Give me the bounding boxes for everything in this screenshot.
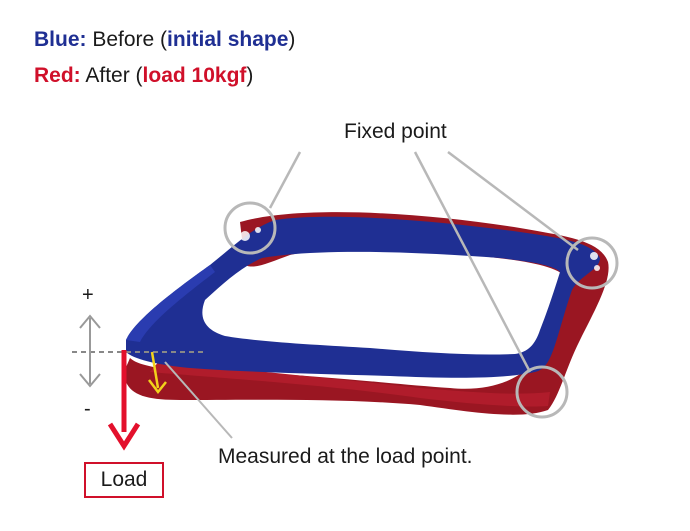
legend-after-text: After (: [80, 64, 143, 87]
measured-leader-line: [164, 361, 233, 439]
fixed-point-markers: [223, 151, 619, 419]
legend-before-close: ): [288, 28, 296, 51]
displacement-arrow-head-icon: [148, 379, 167, 395]
load-arrow-icon: [107, 422, 141, 451]
load-arrow: [107, 350, 141, 451]
measured-label: Measured at the load point.: [218, 445, 473, 468]
legend-after-emphasis: load 10kgf: [142, 64, 247, 87]
minus-sign: -: [84, 398, 91, 420]
legend-before: Blue: Before (initial shape): [34, 28, 295, 52]
initial-shape: [126, 216, 600, 378]
legend-before-text: Before (: [86, 28, 168, 51]
fixed-point-circle-left: [223, 201, 277, 255]
axis-arrow-down-icon: [79, 373, 101, 388]
plus-sign: +: [82, 284, 94, 306]
load-label-box: Load: [84, 462, 164, 498]
fixed-point-circle-bottom: [515, 365, 569, 419]
axis-arrow-up-icon: [79, 314, 101, 329]
fixed-point-circle-right: [565, 236, 619, 290]
legend-after: Red: After (load 10kgf): [34, 64, 253, 88]
displacement-arrow: [150, 351, 160, 389]
legend-before-key: Blue:: [34, 28, 87, 51]
measurement-annotation: [72, 314, 233, 439]
fixed-point-label: Fixed point: [344, 120, 447, 143]
legend-after-key: Red:: [34, 64, 81, 87]
legend-before-emphasis: initial shape: [167, 28, 289, 51]
legend-after-close: ): [246, 64, 254, 87]
